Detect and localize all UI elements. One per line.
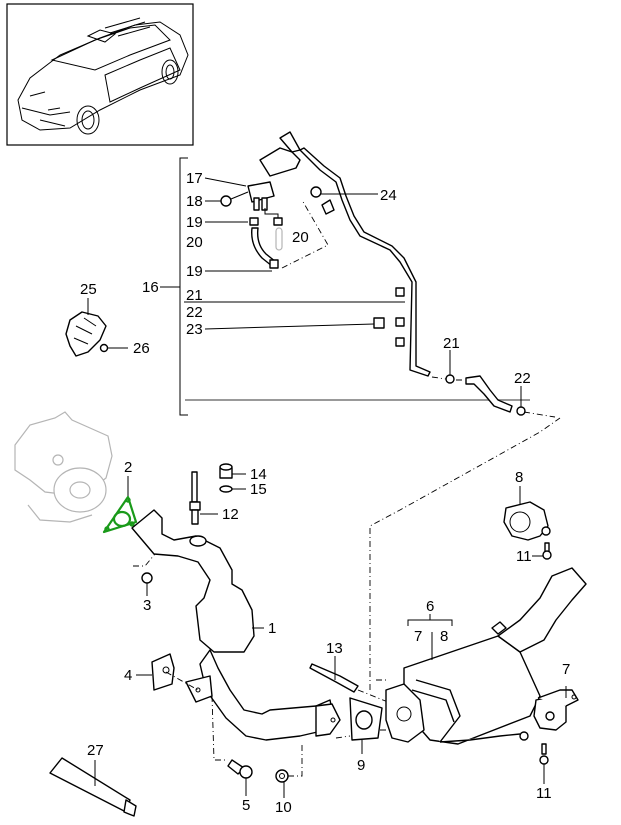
turbocharger-ghost — [14, 411, 113, 523]
callout-16[interactable]: 16 — [142, 279, 159, 296]
callout-3[interactable]: 3 — [143, 597, 151, 614]
callout-7[interactable]: 7 — [414, 628, 422, 645]
leader-lines — [94, 177, 567, 798]
callout-8[interactable]: 8 — [440, 628, 448, 645]
callout-14[interactable]: 14 — [250, 466, 267, 483]
callout-4[interactable]: 4 — [124, 667, 132, 684]
pressure-sensor-assembly — [220, 131, 556, 418]
callout-13[interactable]: 13 — [326, 640, 343, 657]
callout-11[interactable]: 11 — [536, 785, 552, 802]
paste-tube-27 — [49, 757, 137, 817]
small-hardware-parts — [133, 463, 396, 783]
rear-silencer-6 — [369, 417, 587, 745]
rubber-mounts — [503, 501, 579, 765]
callout-22[interactable]: 22 — [514, 370, 531, 387]
callout-15[interactable]: 15 — [250, 481, 267, 498]
callout-20[interactable]: 20 — [186, 234, 203, 251]
vehicle-thumbnail — [6, 3, 194, 146]
callout-12[interactable]: 12 — [222, 506, 239, 523]
callout-5[interactable]: 5 — [242, 797, 250, 814]
callout-26[interactable]: 26 — [133, 340, 150, 357]
callout-25[interactable]: 25 — [80, 281, 97, 298]
callout-9[interactable]: 9 — [357, 757, 365, 774]
callout-21[interactable]: 21 — [186, 287, 203, 304]
callout-22[interactable]: 22 — [186, 304, 203, 321]
callout-27[interactable]: 27 — [87, 742, 104, 759]
bracket-group-16 — [160, 157, 530, 416]
callout-19[interactable]: 19 — [186, 263, 203, 280]
callout-18[interactable]: 18 — [186, 193, 203, 210]
clip-assembly-25 — [65, 298, 128, 357]
callout-21[interactable]: 21 — [443, 335, 460, 352]
callout-11[interactable]: 11 — [516, 548, 532, 565]
callout-10[interactable]: 10 — [275, 799, 292, 816]
callout-20[interactable]: 20 — [292, 229, 309, 246]
callout-1[interactable]: 1 — [268, 620, 276, 637]
callout-17[interactable]: 17 — [186, 170, 203, 187]
gasket-2-highlighted — [102, 495, 138, 534]
callout-labels: 17 18 19 20 20 19 24 16 21 22 23 25 26 2… — [80, 170, 570, 816]
callout-23[interactable]: 23 — [186, 321, 203, 338]
callout-7[interactable]: 7 — [562, 661, 570, 678]
callout-6[interactable]: 6 — [426, 598, 434, 615]
callout-2[interactable]: 2 — [124, 459, 132, 476]
callout-19[interactable]: 19 — [186, 214, 203, 231]
callout-24[interactable]: 24 — [380, 187, 397, 204]
callout-8[interactable]: 8 — [515, 469, 523, 486]
front-pipe-catalytic-converter — [131, 509, 341, 741]
